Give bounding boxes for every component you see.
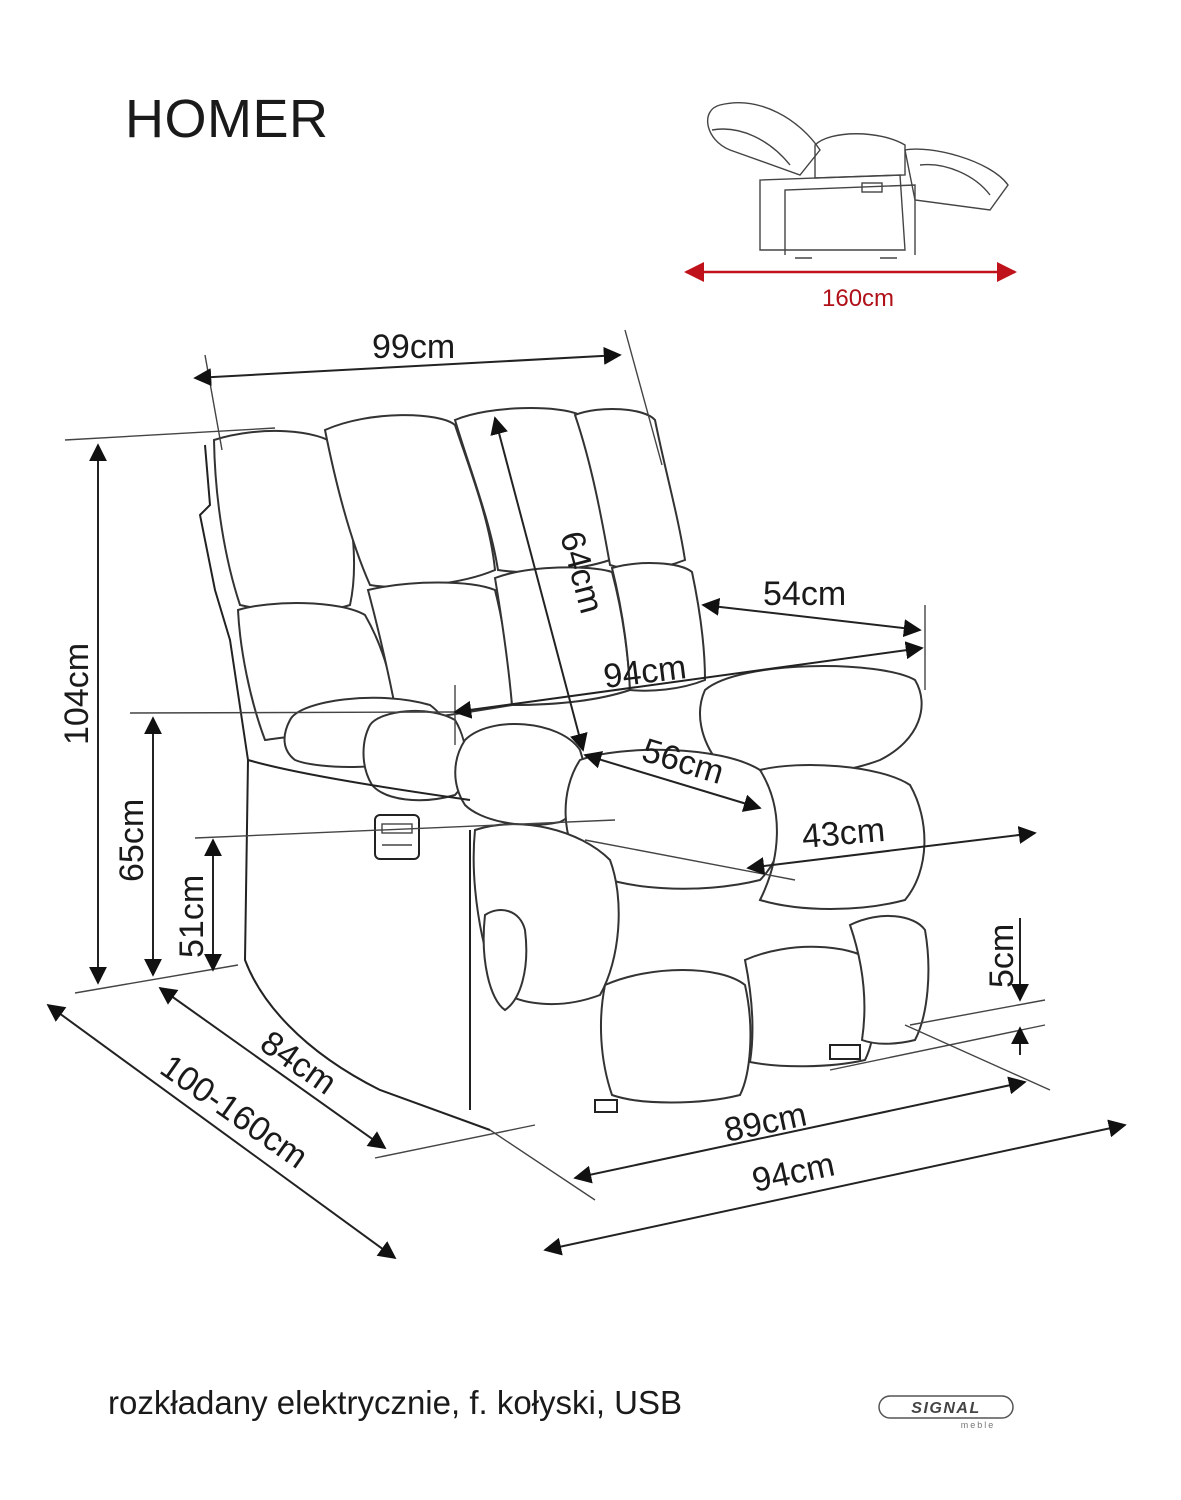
dim-height-total: 104cm bbox=[58, 643, 96, 745]
logo-brand: SIGNAL bbox=[911, 1400, 980, 1417]
reclined-chair-thumbnail bbox=[707, 102, 1009, 259]
product-title: HOMER bbox=[125, 89, 329, 149]
recline-length-dimension: 160cm bbox=[684, 262, 1017, 312]
dim-leg-height: 5cm bbox=[983, 924, 1021, 988]
dim-seat-width: 43cm bbox=[800, 811, 886, 856]
dim-arm-depth: 54cm bbox=[763, 575, 846, 613]
dim-seat-height: 51cm bbox=[173, 875, 211, 958]
logo-sub: meble bbox=[961, 1420, 996, 1430]
dim-armrest-height: 65cm bbox=[113, 799, 151, 882]
dimension-labels: 99cm 104cm 65cm 51cm 64cm 54cm 94cm 56cm… bbox=[58, 328, 1021, 1200]
armchair-drawing bbox=[198, 407, 930, 1131]
recline-length-label: 160cm bbox=[822, 285, 894, 312]
dim-front-width: 89cm bbox=[721, 1095, 810, 1149]
dim-base-width: 94cm bbox=[749, 1145, 838, 1199]
signal-logo: SIGNAL meble bbox=[878, 1395, 1014, 1430]
dimension-arrows bbox=[46, 346, 1127, 1260]
dim-width-top: 99cm bbox=[372, 328, 455, 366]
product-caption: rozkładany elektrycznie, f. kołyski, USB bbox=[108, 1384, 683, 1421]
usb-control-panel bbox=[374, 814, 420, 860]
